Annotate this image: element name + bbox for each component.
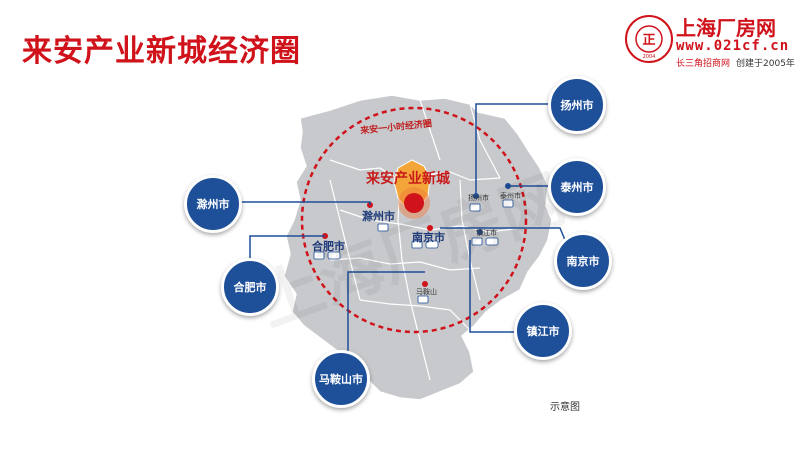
seal-logo-icon: 正 2004 [625,15,673,63]
page-title: 来安产业新城经济圈 [22,34,301,69]
map-label-maanshan: 马鞍山 [416,288,437,296]
car-icon [327,251,341,260]
callout-nanjing[interactable]: 南京市 [554,232,612,290]
svg-text:正: 正 [642,33,655,48]
caption: 示意图 [550,402,580,413]
brand-logo[interactable]: 正 2004 上海厂房网 www.021cf.cn 长三角招商网创建于2005年 [624,12,795,72]
train-icon [377,223,389,232]
map-label-hefei: 合肥市 [312,240,345,253]
line-hefei [249,235,325,260]
car-icon [485,237,499,246]
callout-hefei[interactable]: 合肥市 [221,258,279,316]
line-chuzhou [240,201,371,205]
map-label-zhenjiang: 镇江市 [476,229,497,237]
line-maanshan [347,271,425,355]
map-label-taizhou: 泰州市 [500,192,521,200]
map-label-yangzhou: 扬州市 [468,194,489,202]
callout-yangzhou[interactable]: 扬州市 [548,76,606,134]
pin-maanshan [422,281,428,287]
train-icon [411,240,423,249]
transport-icons [313,199,514,304]
pin-zhenjiang [477,229,483,235]
callout-maanshan[interactable]: 马鞍山市 [312,350,370,408]
map-label-chuzhou: 滁州市 [362,210,395,223]
callout-zhenjiang[interactable]: 镇江市 [514,302,572,360]
one-hour-ring [300,106,528,334]
line-zhenjiang [469,240,520,333]
svg-text:2004: 2004 [643,54,656,60]
center-label: 来安产业新城 [366,171,450,187]
train-icon [502,199,514,208]
train-icon [417,295,429,304]
train-icon [471,237,483,246]
train-icon [469,203,481,212]
train-icon [313,251,325,260]
callout-taizhou[interactable]: 泰州市 [548,158,606,216]
brand-url: www.021cf.cn [676,38,790,54]
district-boundaries [329,99,521,381]
pin-nanjing [427,225,433,231]
map-label-nanjing: 南京市 [412,231,445,244]
center-marker [404,193,424,213]
callout-chuzhou[interactable]: 滁州市 [184,175,242,233]
brand-slogan: 长三角招商网创建于2005年 [676,59,795,69]
brand-name: 上海厂房网 [676,16,776,40]
car-icon [425,240,439,249]
line-yangzhou [475,103,555,196]
